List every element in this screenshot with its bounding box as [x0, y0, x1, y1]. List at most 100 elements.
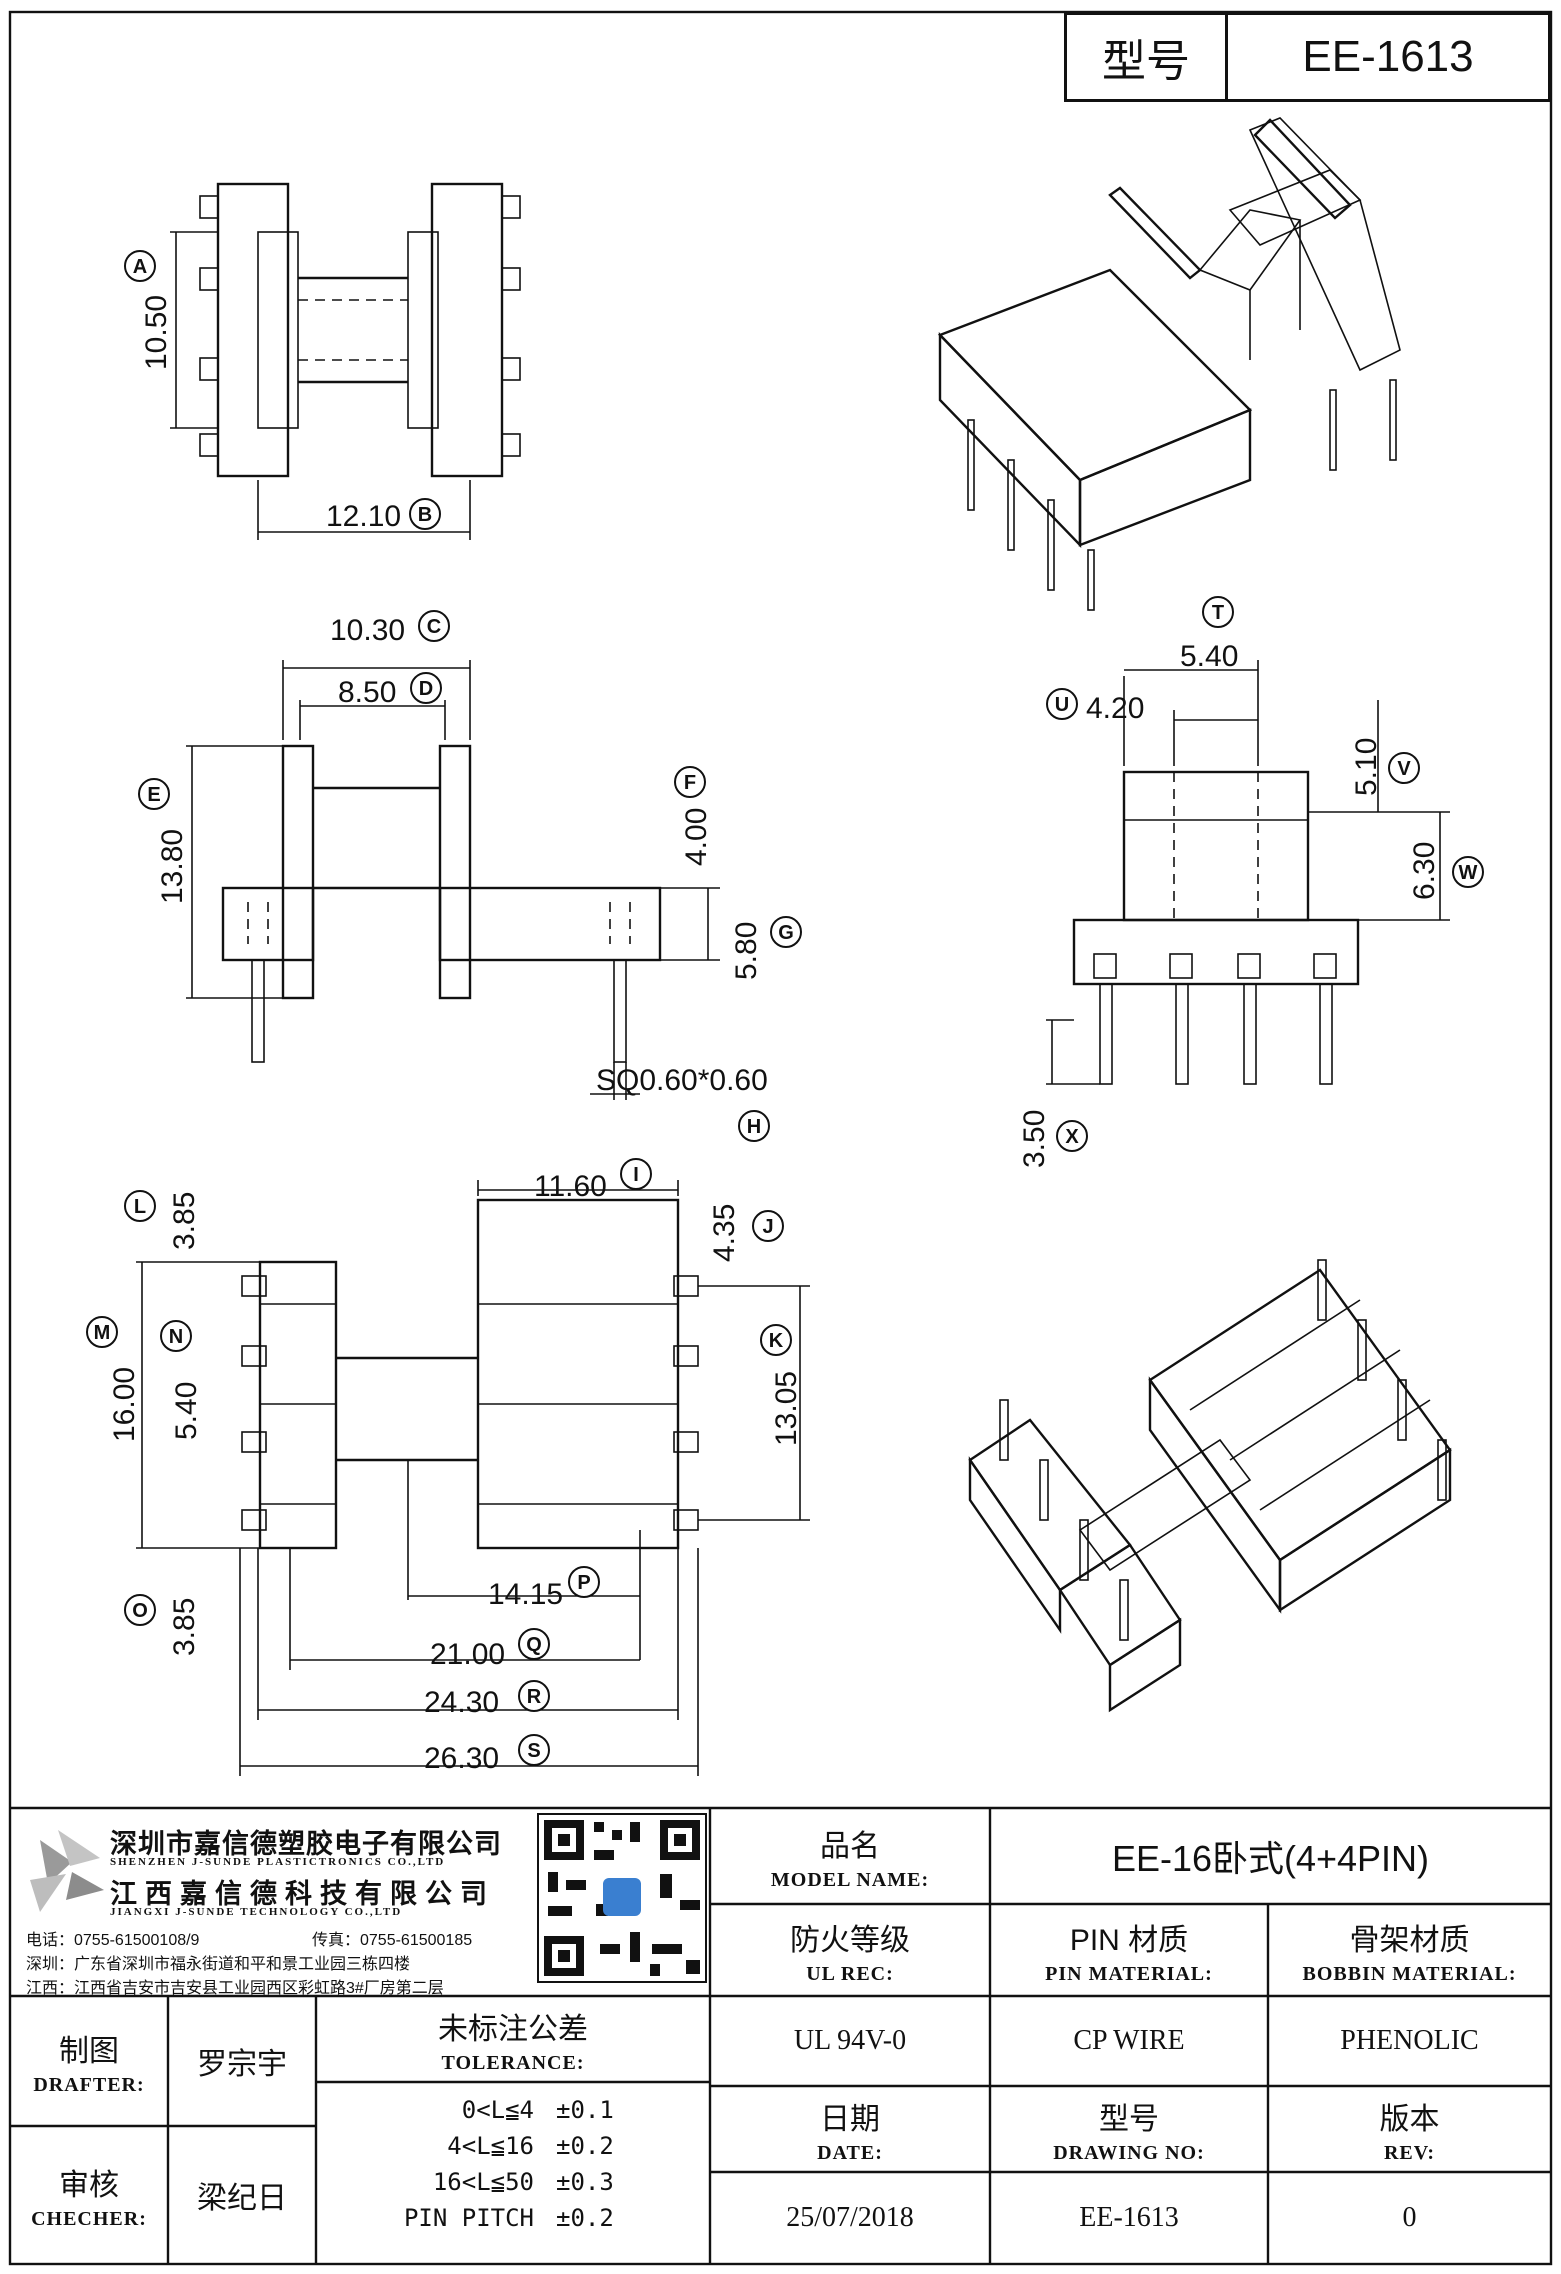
model-number-header: 型号 EE-1613: [1064, 12, 1551, 102]
dim-value-T: 5.40: [1180, 640, 1238, 673]
dim-value-A: 10.50: [140, 295, 173, 370]
company-info: 深圳市嘉信德塑胶电子有限公司 SHENZHEN J-SUNDE PLASTICT…: [12, 1810, 708, 1997]
checker-value: 梁纪日: [197, 2182, 287, 2215]
svg-text:E: E: [147, 784, 160, 806]
dim-value-Q: 21.00: [430, 1638, 505, 1671]
side-view: [1046, 660, 1450, 1085]
svg-text:H: H: [747, 1116, 761, 1138]
svg-text:Q: Q: [526, 1634, 542, 1656]
svg-text:L: L: [134, 1196, 146, 1218]
callout-J: J: [752, 1210, 784, 1242]
tolerance-value: ±0.2: [556, 2204, 614, 2232]
svg-text:V: V: [1397, 758, 1411, 780]
front-view: [186, 660, 720, 1100]
svg-text:N: N: [169, 1326, 183, 1348]
dim-value-D: 8.50: [338, 676, 396, 709]
callout-R: R: [518, 1680, 550, 1712]
dim-value-X: 3.50: [1018, 1110, 1051, 1168]
rev-value: 0: [1402, 2202, 1417, 2233]
company-address-shenzhen: 深圳：广东省深圳市福永街道和平和景工业园三栋四楼: [26, 1956, 411, 1973]
company-name-en-2: JIANGXI J-SUNDE TECHNOLOGY CO.,LTD: [110, 1906, 403, 1918]
dim-value-G: 5.80: [730, 922, 763, 980]
callout-H: H: [738, 1110, 770, 1142]
tolerance-value: ±0.1: [556, 2096, 614, 2124]
callout-X: X: [1056, 1120, 1088, 1152]
svg-text:X: X: [1065, 1126, 1079, 1148]
svg-text:J: J: [762, 1216, 773, 1238]
top-view: [170, 182, 521, 540]
callout-B: B: [409, 498, 441, 530]
iso-view-bottom: [968, 1259, 1452, 1713]
company-fax: 传真：0755-61500185: [312, 1932, 473, 1949]
svg-text:U: U: [1055, 694, 1069, 716]
tolerance-range: PIN PITCH: [403, 2204, 534, 2232]
dim-value-K: 13.05: [770, 1371, 803, 1446]
company-phone: 电话：0755-61500108/9: [26, 1932, 200, 1949]
svg-text:K: K: [769, 1330, 784, 1352]
company-logo: [30, 1830, 104, 1912]
company-name-cn-2: 江西嘉信德科技有限公司: [110, 1879, 495, 1909]
callout-T: T: [1202, 596, 1234, 628]
svg-text:I: I: [633, 1164, 639, 1186]
sheet-frame: [8, 10, 1553, 2266]
drawing-no-value: EE-1613: [1079, 2202, 1179, 2233]
dim-value-F: 4.00: [680, 808, 713, 866]
dim-value-I: 11.60: [534, 1170, 607, 1203]
dim-value-N: 5.40: [170, 1382, 203, 1440]
svg-text:P: P: [577, 1572, 590, 1594]
company-name-cn-1: 深圳市嘉信德塑胶电子有限公司: [110, 1829, 502, 1859]
callout-E: E: [138, 778, 170, 810]
model-value: EE-1613: [1302, 32, 1474, 81]
tolerance-range: 0<L≦4: [461, 2096, 534, 2124]
dim-value-M: 16.00: [108, 1367, 141, 1442]
drafter-value: 罗宗宇: [197, 2048, 287, 2081]
callout-I: I: [620, 1158, 652, 1190]
dim-value-E: 13.80: [156, 829, 189, 904]
dim-value-C: 10.30: [330, 614, 405, 647]
callout-K: K: [760, 1324, 792, 1356]
dim-value-P: 14.15: [488, 1578, 563, 1611]
svg-text:F: F: [684, 772, 696, 794]
svg-text:O: O: [132, 1600, 148, 1622]
callout-D: D: [410, 672, 442, 704]
qr-code: [537, 1813, 707, 1983]
dim-value-U: 4.20: [1086, 692, 1144, 725]
callout-P: P: [568, 1566, 600, 1598]
svg-text:A: A: [133, 256, 147, 278]
callout-U: U: [1046, 688, 1078, 720]
callout-F: F: [674, 766, 706, 798]
tolerance-value: ±0.2: [556, 2132, 614, 2160]
callout-N: N: [160, 1320, 192, 1352]
pin-material-value: CP WIRE: [1073, 2025, 1185, 2056]
callout-V: V: [1388, 752, 1420, 784]
dim-value-W: 6.30: [1408, 842, 1441, 900]
svg-text:T: T: [1212, 602, 1224, 624]
dim-value-R: 24.30: [424, 1686, 499, 1719]
title-block-grid: [10, 1806, 1551, 2264]
dim-value-B: 12.10: [326, 500, 401, 533]
tolerance-range: 4<L≦16: [447, 2132, 534, 2160]
ul-rec-value: UL 94V-0: [793, 2025, 907, 2056]
callout-C: C: [418, 610, 450, 642]
svg-text:M: M: [94, 1322, 111, 1344]
company-name-en-1: SHENZHEN J-SUNDE PLASTICTRONICS CO.,LTD: [110, 1856, 446, 1868]
svg-text:D: D: [419, 678, 433, 700]
bottom-view: [136, 1180, 810, 1776]
dim-value-S: 26.30: [424, 1742, 499, 1775]
callout-G: G: [770, 916, 802, 948]
callout-Q: Q: [518, 1628, 550, 1660]
bobbin-material-value: PHENOLIC: [1340, 2025, 1479, 2056]
date-value: 25/07/2018: [786, 2202, 914, 2233]
dim-value-V: 5.10: [1350, 738, 1383, 796]
dimension-labels: 10.50 12.10 10.30 8.50 13.80 4.00 5.80 S…: [108, 295, 1441, 1775]
dim-value-J: 4.35: [708, 1204, 741, 1262]
dimension-callouts: A B C D E F G H I J K L M N O P Q R S T …: [86, 250, 1484, 1766]
